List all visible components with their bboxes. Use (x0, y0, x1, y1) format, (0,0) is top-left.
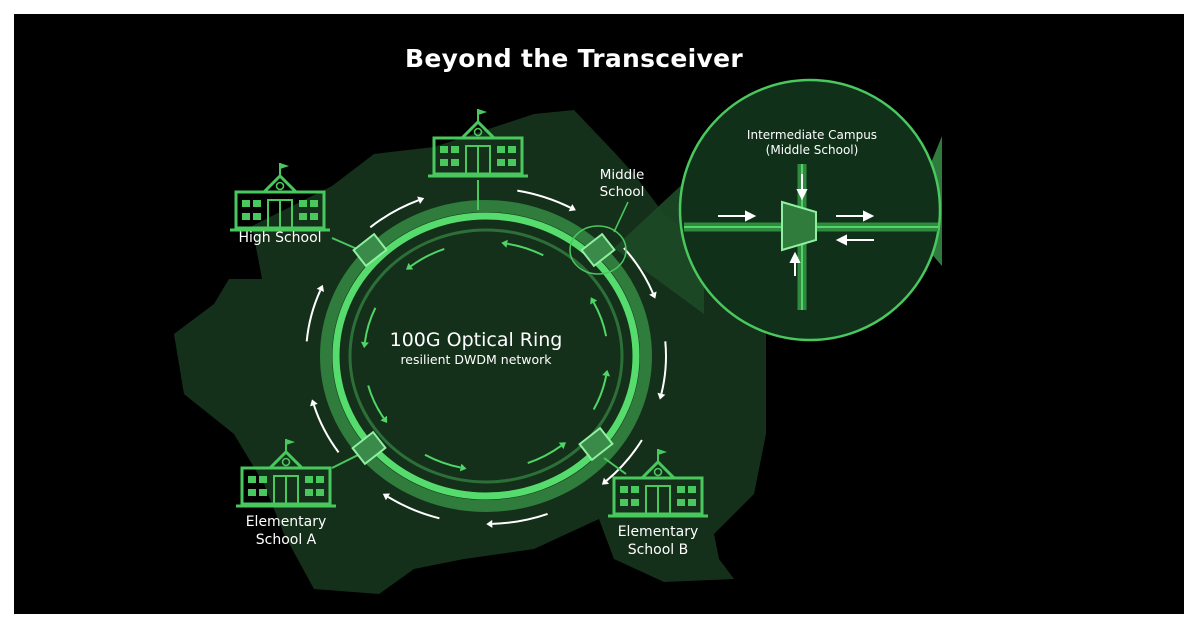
optical-ring-outer (320, 200, 652, 512)
arrow-head-icon (417, 196, 425, 204)
arrow-head-icon (657, 392, 666, 400)
flow-arrow-icon (592, 302, 608, 337)
ring-subtitle: resilient DWDM network (400, 352, 552, 367)
elem-a-label: School A (256, 532, 317, 548)
arrow-head-icon (558, 442, 566, 450)
multiplexer-icon (781, 200, 817, 252)
elem-b-label: Elementary (618, 524, 699, 540)
flow-arrow-icon (507, 242, 544, 257)
high-school-label: High School (238, 230, 321, 246)
optical-ring-inner (348, 228, 624, 484)
middle-school-label: School (600, 184, 645, 200)
flow-arrow-icon (660, 341, 667, 395)
flow-arrow-icon (312, 404, 340, 453)
arrow-head-icon (382, 493, 390, 501)
arrow-head-icon (602, 369, 611, 377)
arrow-head-icon (649, 291, 657, 299)
arrow-head-icon (406, 262, 414, 270)
flow-arrow-icon (369, 199, 419, 229)
page-title: Beyond the Transceiver (405, 44, 743, 73)
arrow-head-icon (568, 204, 576, 212)
middle-school-leader (613, 201, 629, 233)
flow-arrow-icon (387, 496, 440, 520)
arrow-head-icon (310, 399, 318, 407)
arrow-icon (835, 234, 847, 246)
flow-arrow-icon (592, 375, 608, 410)
flow-arrow-icon (527, 444, 562, 465)
middle-school-label: Middle (600, 167, 645, 183)
flow-arrow-icon (517, 189, 571, 209)
elem-b-link (603, 457, 627, 475)
flow-arrow-icon (305, 289, 322, 342)
inner-flow-arrows (360, 239, 611, 472)
arrow-head-icon (360, 341, 369, 349)
flow-arrow-icon (492, 512, 548, 525)
arrow-head-icon (459, 463, 467, 472)
arrow-icon (745, 210, 757, 222)
flow-arrow-icon (367, 385, 385, 419)
elem-a-label: Elementary (246, 514, 327, 530)
inset-label: (Middle School) (766, 143, 859, 157)
arrow-icon (789, 251, 801, 263)
middle-school-highlight (569, 225, 627, 275)
ring-title: 100G Optical Ring (390, 329, 563, 351)
flow-arrow-icon (424, 453, 461, 469)
elem-a-link (331, 453, 361, 469)
arrow-head-icon (316, 284, 324, 292)
arrow-head-icon (601, 477, 609, 485)
network-diagram: High School Middle School Elementary Sch… (174, 78, 942, 594)
optical-ring (332, 212, 640, 500)
diagram-canvas: Beyond the Transceiver (14, 14, 1184, 614)
flow-arrow-icon (410, 247, 445, 268)
elem-b-label: School B (628, 542, 689, 558)
arrow-icon (863, 210, 875, 222)
arrow-icon (796, 189, 808, 201)
arrow-head-icon (590, 297, 598, 305)
inset-detail: Intermediate Campus (Middle School) (678, 78, 942, 342)
arrow-head-icon (380, 415, 388, 423)
inset-label: Intermediate Campus (747, 128, 877, 142)
arrow-head-icon (486, 519, 493, 528)
flow-arrow-icon (605, 439, 643, 482)
arrow-head-icon (501, 239, 508, 248)
flow-arrow-icon (363, 307, 377, 343)
